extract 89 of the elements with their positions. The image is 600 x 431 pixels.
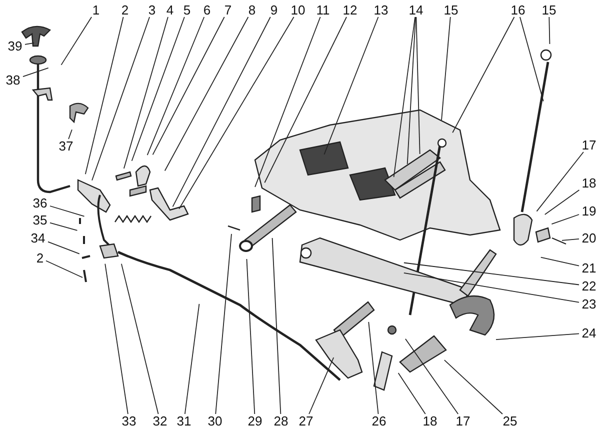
leader-line (60, 16, 92, 66)
callout-number: 36 (32, 196, 48, 210)
leader-line (272, 238, 282, 414)
leader-line (404, 262, 580, 286)
leader-line (254, 16, 321, 188)
leader-line (496, 333, 580, 340)
callout-number: 18 (422, 414, 438, 428)
leader-line (24, 42, 35, 45)
leader-line (393, 16, 416, 178)
leader-line (92, 16, 150, 181)
callout-number: 37 (58, 140, 74, 152)
callout-number: 39 (8, 40, 22, 52)
leader-line (164, 16, 249, 172)
callout-number: 17 (456, 414, 470, 428)
callout-number: 16 (510, 4, 526, 16)
callout-number: 29 (248, 414, 262, 428)
leader-line (184, 304, 200, 414)
callout-number: 38 (6, 74, 20, 86)
callout-number: 30 (208, 414, 222, 428)
leader-line (172, 16, 271, 208)
callout-number: 23 (582, 298, 596, 310)
leader-line (536, 152, 584, 212)
callout-number: 32 (152, 414, 168, 428)
leader-line (368, 322, 379, 414)
leader-line (264, 16, 347, 184)
callout-number: 21 (582, 262, 596, 274)
callout-number: 31 (176, 414, 192, 428)
leader-line (551, 214, 580, 224)
leader-line (403, 272, 580, 303)
callout-number: 3 (148, 4, 156, 16)
callout-number: 4 (166, 4, 174, 16)
leader-line (562, 238, 580, 241)
callout-number: 27 (298, 414, 314, 428)
callout-number: 9 (270, 4, 278, 16)
callout-number: 26 (372, 414, 386, 428)
leader-line (46, 260, 83, 278)
callout-number: 25 (502, 414, 518, 428)
leader-line (441, 16, 451, 120)
callout-number: 22 (582, 280, 596, 292)
leader-line (444, 360, 503, 414)
callout-number: 20 (582, 232, 596, 244)
leader-line (84, 16, 124, 175)
leader-line (246, 258, 256, 414)
leader-line (50, 222, 78, 231)
callout-number: 14 (408, 4, 424, 16)
callout-number: 6 (203, 4, 211, 16)
callout-number: 33 (122, 414, 136, 428)
leader-line (178, 16, 294, 210)
leader-line (540, 256, 580, 266)
leader-line (544, 190, 580, 215)
callout-number: 18 (582, 176, 596, 190)
callout-number: 10 (290, 4, 306, 16)
leader-line (146, 16, 205, 156)
leader-line (308, 357, 334, 414)
callout-number: 19 (582, 204, 596, 218)
leader-line (50, 206, 85, 217)
leader-line (405, 338, 459, 414)
leader-line (324, 16, 379, 155)
callout-number: 13 (374, 4, 388, 16)
leader-line (398, 372, 426, 414)
callout-number: 24 (582, 326, 596, 340)
leader-line (152, 16, 225, 156)
callout-number: 1 (92, 4, 100, 16)
callout-number: 12 (342, 4, 358, 16)
leader-line (104, 263, 128, 414)
callout-number: 15 (444, 4, 458, 16)
callout-number: 11 (316, 4, 330, 16)
leader-line (120, 263, 159, 414)
callout-number: 17 (582, 138, 596, 152)
callout-number: 28 (274, 414, 288, 428)
leader-line (520, 16, 544, 102)
leader-line (123, 16, 168, 169)
leader-line (452, 16, 515, 134)
leader-line (131, 16, 185, 162)
callout-number: 7 (224, 4, 232, 16)
callout-number: 2 (36, 252, 44, 264)
callout-number: 2 (121, 4, 129, 16)
leader-line (406, 16, 416, 164)
callout-number: 8 (248, 4, 256, 16)
leader-line (548, 16, 550, 44)
leader-line (215, 234, 232, 414)
callout-number: 35 (32, 214, 48, 226)
leader-line (68, 129, 72, 140)
leader-line (416, 16, 420, 154)
callout-number: 34 (30, 232, 46, 244)
leader-line (48, 241, 80, 254)
callout-number: 15 (542, 4, 556, 16)
callout-number: 5 (183, 4, 191, 16)
leader-line (22, 68, 49, 78)
